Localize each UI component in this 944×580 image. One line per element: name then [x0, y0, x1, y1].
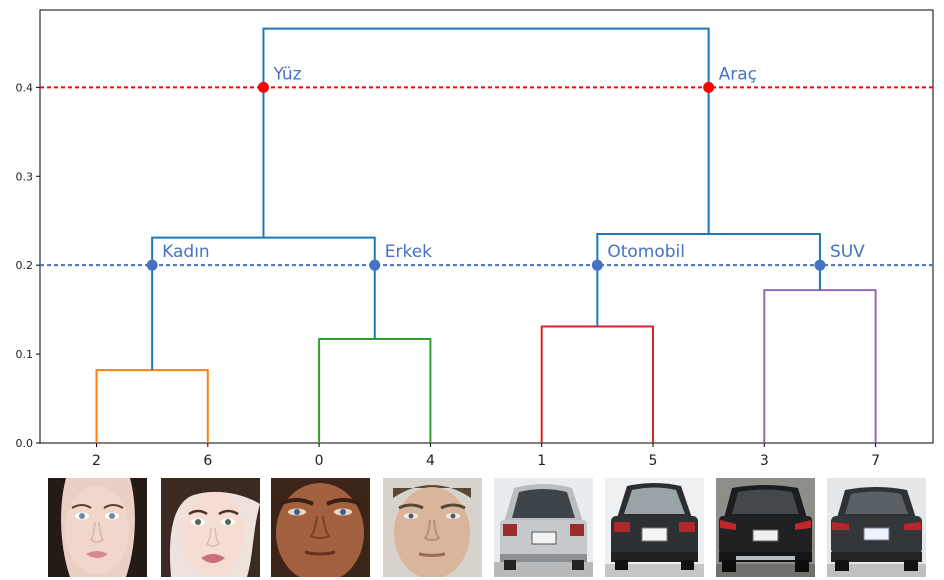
dendrogram-link [262, 27, 710, 238]
leaf-label: 5 [649, 453, 658, 469]
cluster-marker [591, 259, 603, 271]
suv-rear-icon [827, 478, 926, 577]
suv-rear-icon [716, 478, 815, 577]
dendrogram-link [95, 369, 209, 443]
woman-face-icon [161, 478, 260, 577]
plot-frame [39, 9, 934, 444]
leaf-label: 1 [537, 453, 546, 469]
y-tick-label: 0.1 [16, 348, 34, 361]
leaf-label: 3 [760, 453, 769, 469]
leaf-label: 7 [871, 453, 880, 469]
cluster-marker [369, 259, 381, 271]
cluster-marker [146, 259, 158, 271]
leaf-label: 0 [315, 453, 324, 469]
cluster-label: Yüz [272, 64, 301, 84]
cluster-marker [703, 81, 715, 93]
cluster-marker [257, 81, 269, 93]
cluster-label: Erkek [385, 242, 432, 262]
cluster-label: Kadın [162, 242, 210, 262]
woman-face-icon [48, 478, 147, 577]
cluster-label: Otomobil [607, 242, 685, 262]
car-rear-icon [494, 478, 593, 577]
y-tick-label: 0.3 [16, 170, 34, 183]
dendrogram-link [540, 325, 654, 443]
cluster-marker [814, 259, 826, 271]
leaf-label: 2 [92, 453, 101, 469]
y-tick-label: 0.0 [16, 437, 34, 450]
cluster-label: Araç [719, 64, 757, 84]
y-tick-label: 0.4 [16, 81, 34, 94]
man-face-icon [271, 478, 370, 577]
car-rear-icon [605, 478, 704, 577]
man-face-icon [383, 478, 482, 577]
dendrogram-link [151, 236, 376, 371]
y-tick-label: 0.2 [16, 259, 34, 272]
leaf-label: 4 [426, 453, 435, 469]
leaf-label: 6 [203, 453, 212, 469]
dendrogram-link [763, 289, 877, 443]
cluster-label: SUV [830, 242, 865, 262]
dendrogram-link [318, 337, 432, 443]
